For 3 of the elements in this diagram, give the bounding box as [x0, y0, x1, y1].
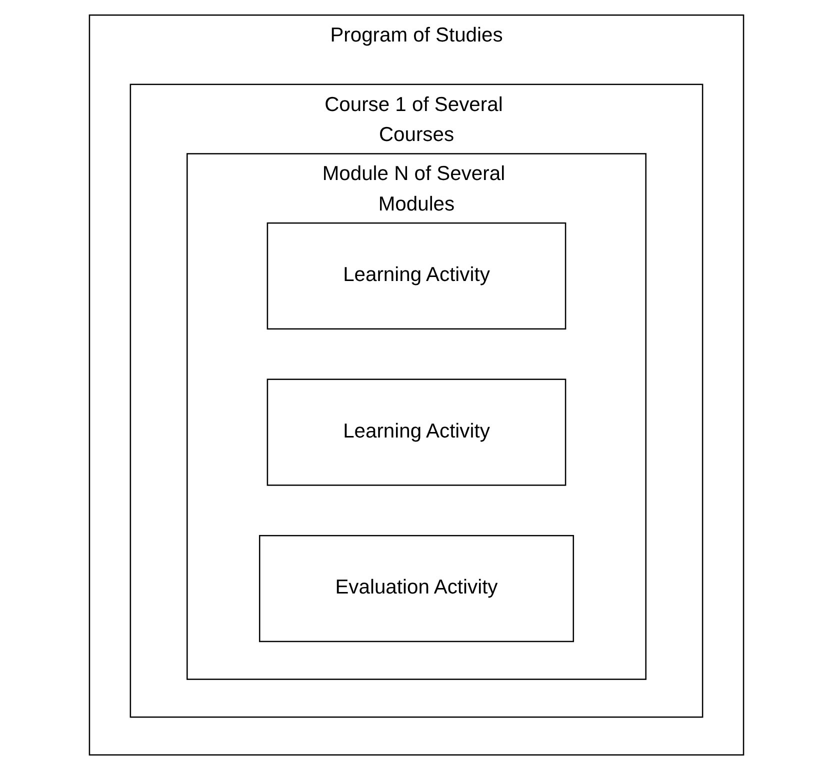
node-box: Learning Activity [266, 222, 566, 330]
node-box: Evaluation Activity [258, 534, 574, 642]
node-box: Learning Activity [266, 378, 566, 486]
